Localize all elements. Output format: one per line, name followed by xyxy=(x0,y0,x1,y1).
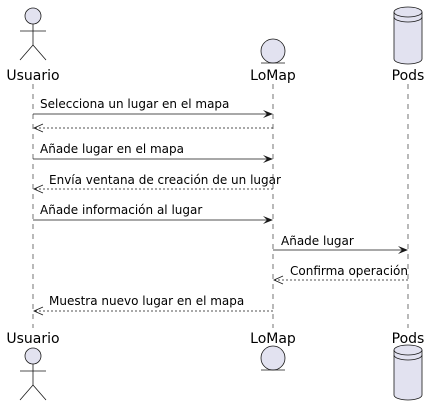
participant-label-pods-top: Pods xyxy=(392,68,425,84)
message-label: Confirma operación xyxy=(290,264,408,278)
entity-icon xyxy=(260,38,286,64)
participant-label-lomap-bottom: LoMap xyxy=(250,331,296,347)
arrowhead-icon xyxy=(33,123,44,133)
entity-icon xyxy=(260,345,286,371)
arrowhead-icon xyxy=(33,184,44,194)
database-icon xyxy=(393,6,423,65)
arrowhead-icon xyxy=(33,306,44,316)
database-icon xyxy=(393,344,423,401)
participant-label-usuario-top: Usuario xyxy=(6,68,59,84)
message-label: Muestra nuevo lugar en el mapa xyxy=(49,294,244,308)
arrowhead-icon xyxy=(398,246,408,254)
participant-label-usuario-bottom: Usuario xyxy=(6,331,59,347)
actor-icon xyxy=(19,7,47,61)
message-label: Añade información al lugar xyxy=(40,203,202,217)
participant-label-lomap-top: LoMap xyxy=(250,68,296,84)
arrowhead-icon xyxy=(273,275,284,285)
message-label: Selecciona un lugar en el mapa xyxy=(40,97,229,111)
message-label: Envía ventana de creación de un lugar xyxy=(49,173,281,187)
arrowhead-icon xyxy=(263,216,273,224)
message-label: Añade lugar xyxy=(281,234,354,248)
actor-icon xyxy=(19,347,47,401)
participant-label-pods-bottom: Pods xyxy=(392,331,425,347)
arrowhead-icon xyxy=(263,110,273,118)
arrowhead-icon xyxy=(263,155,273,163)
message-label: Añade lugar en el mapa xyxy=(40,142,184,156)
